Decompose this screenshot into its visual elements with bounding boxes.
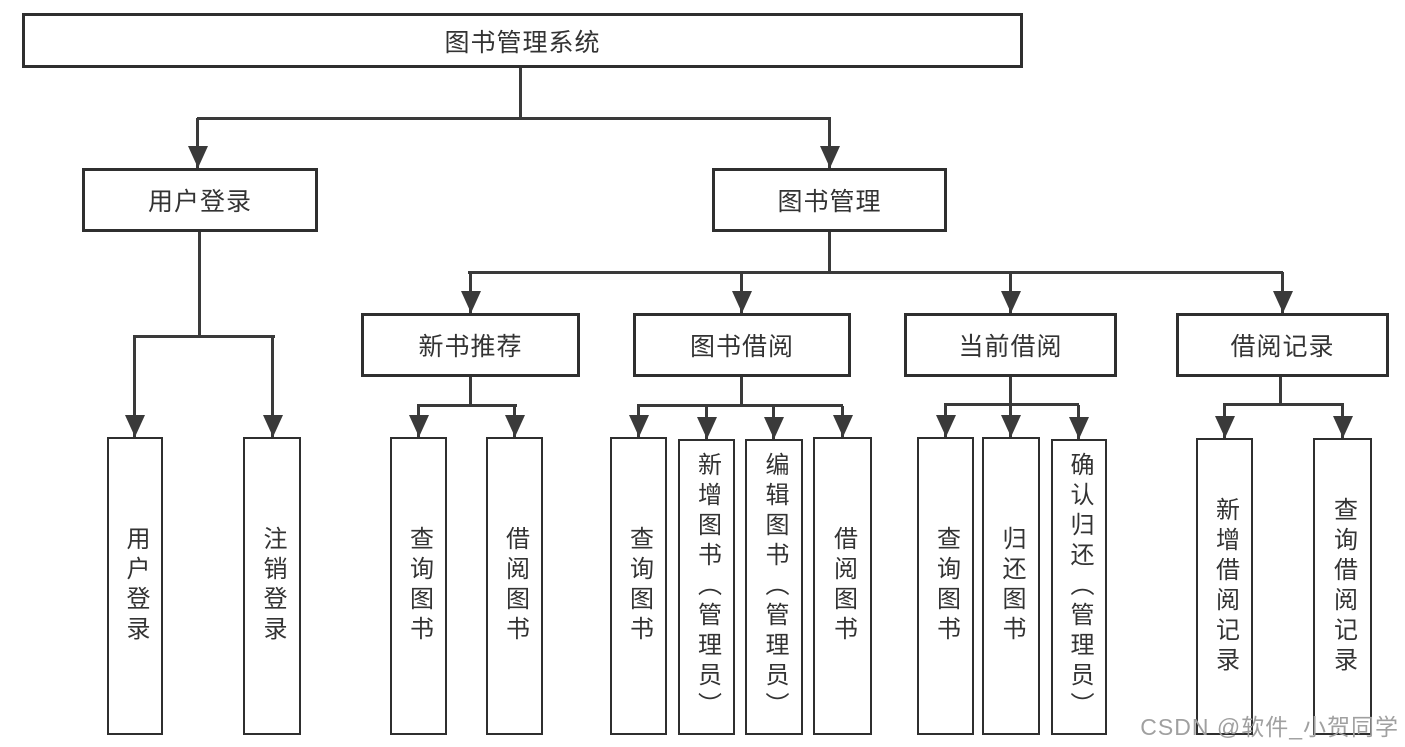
connector-root-stem (519, 68, 522, 118)
arrow-to-query-books-current (944, 405, 947, 437)
connector-recommend-rail (417, 404, 517, 407)
node-add-borrow-record: 新增借阅记录 (1196, 438, 1253, 735)
arrow-to-logout-action (271, 336, 274, 437)
arrow-to-add-borrow-record (1223, 405, 1226, 438)
arrow-to-book-borrowing (740, 272, 743, 313)
connector-book-mgmt-rail (468, 271, 1283, 274)
arrow-to-query-books-borrowing (637, 406, 640, 437)
node-borrowing-records: 借阅记录 (1176, 313, 1389, 377)
connector-current-stem (1009, 375, 1012, 406)
arrow-to-user-login (196, 118, 199, 168)
node-logout-action: 注销登录 (243, 437, 301, 735)
watermark-text: CSDN @软件_小贺同学 (1140, 714, 1399, 740)
node-user-login-action: 用户登录 (107, 437, 163, 735)
arrow-to-borrowing-records (1281, 272, 1284, 313)
node-current-borrowing: 当前借阅 (904, 313, 1117, 377)
arrow-to-user-login-action (133, 336, 136, 437)
connector-book-mgmt-stem (828, 232, 831, 272)
node-library-management-system: 图书管理系统 (22, 13, 1023, 68)
arrow-to-new-book-recommendation (469, 272, 472, 313)
node-query-books-recommend: 查询图书 (390, 437, 447, 735)
node-borrow-books-borrowing: 借阅图书 (813, 437, 872, 735)
node-user-login: 用户登录 (82, 168, 318, 232)
node-book-management: 图书管理 (712, 168, 947, 232)
connector-user-login-rail (133, 335, 275, 338)
arrow-to-query-books-recommend (417, 406, 420, 437)
arrow-to-query-borrow-record (1341, 405, 1344, 438)
node-confirm-return-admin: 确认归还（管理员） (1051, 439, 1107, 735)
node-add-books-admin: 新增图书（管理员） (678, 439, 735, 735)
node-query-borrow-record: 查询借阅记录 (1313, 438, 1372, 735)
connector-user-login-stem (198, 232, 201, 336)
connector-records-stem (1279, 377, 1282, 406)
node-borrow-books-recommend: 借阅图书 (486, 437, 543, 735)
arrow-to-current-borrowing (1009, 272, 1012, 313)
arrow-to-add-books-admin (705, 406, 708, 439)
arrow-to-borrow-books-borrowing (841, 406, 844, 437)
arrow-to-borrow-books-recommend (513, 406, 516, 437)
node-query-books-borrowing: 查询图书 (610, 437, 667, 735)
node-new-book-recommendation: 新书推荐 (361, 313, 580, 377)
arrow-to-confirm-return-admin (1077, 405, 1080, 439)
arrow-to-edit-books-admin (772, 406, 775, 439)
connector-recommend-stem (469, 377, 472, 407)
connector-records-rail (1223, 403, 1344, 406)
connector-root-rail (197, 117, 831, 120)
node-edit-books-admin: 编辑图书（管理员） (745, 439, 803, 735)
connector-borrowing-stem (740, 377, 743, 407)
node-return-books: 归还图书 (982, 437, 1040, 735)
arrow-to-book-management (828, 118, 831, 168)
node-query-books-current: 查询图书 (917, 437, 974, 735)
connector-borrowing-rail (637, 404, 843, 407)
node-book-borrowing: 图书借阅 (633, 313, 851, 377)
arrow-to-return-books (1009, 405, 1012, 437)
